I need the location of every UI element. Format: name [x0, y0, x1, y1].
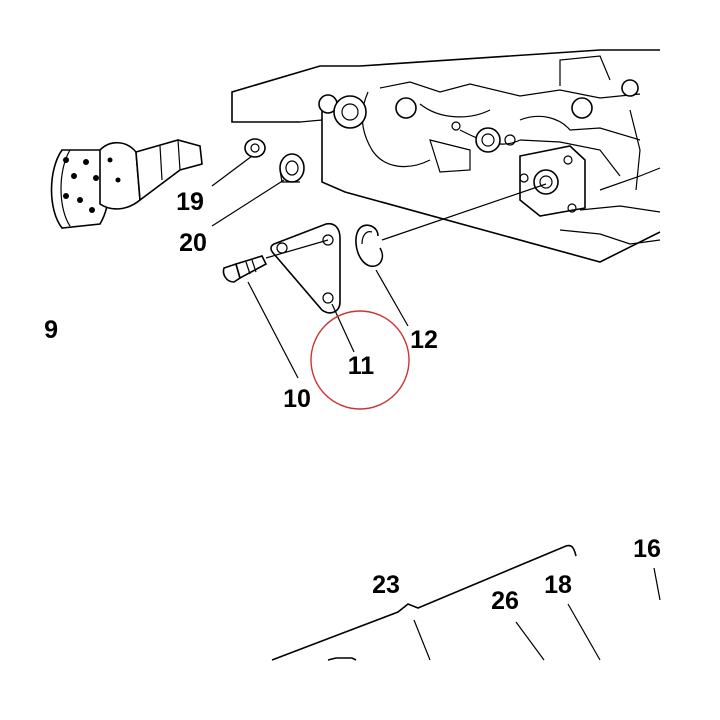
part-20-seal — [279, 153, 305, 183]
callout-18: 18 — [544, 571, 572, 599]
part-19-washer — [244, 138, 266, 158]
callout-11: 11 — [348, 352, 375, 380]
part-10-bolt — [222, 255, 268, 283]
callout-12: 12 — [410, 326, 438, 354]
leader-lines — [211, 119, 547, 379]
part-11-plate — [270, 222, 341, 314]
callout-19: 19 — [176, 188, 204, 216]
clipped-bottom-label — [327, 657, 357, 661]
engine-block — [231, 49, 661, 263]
callout-23: 23 — [372, 571, 400, 599]
callout-10: 10 — [283, 385, 311, 413]
highlight-circle — [310, 310, 410, 410]
callout-16: 16 — [633, 535, 661, 563]
camshaft — [50, 139, 203, 229]
callout-20: 20 — [179, 229, 207, 257]
lower-assembly — [271, 544, 661, 661]
callout-9: 9 — [44, 316, 58, 344]
part-12-ring — [355, 224, 384, 268]
callout-26: 26 — [491, 587, 519, 615]
